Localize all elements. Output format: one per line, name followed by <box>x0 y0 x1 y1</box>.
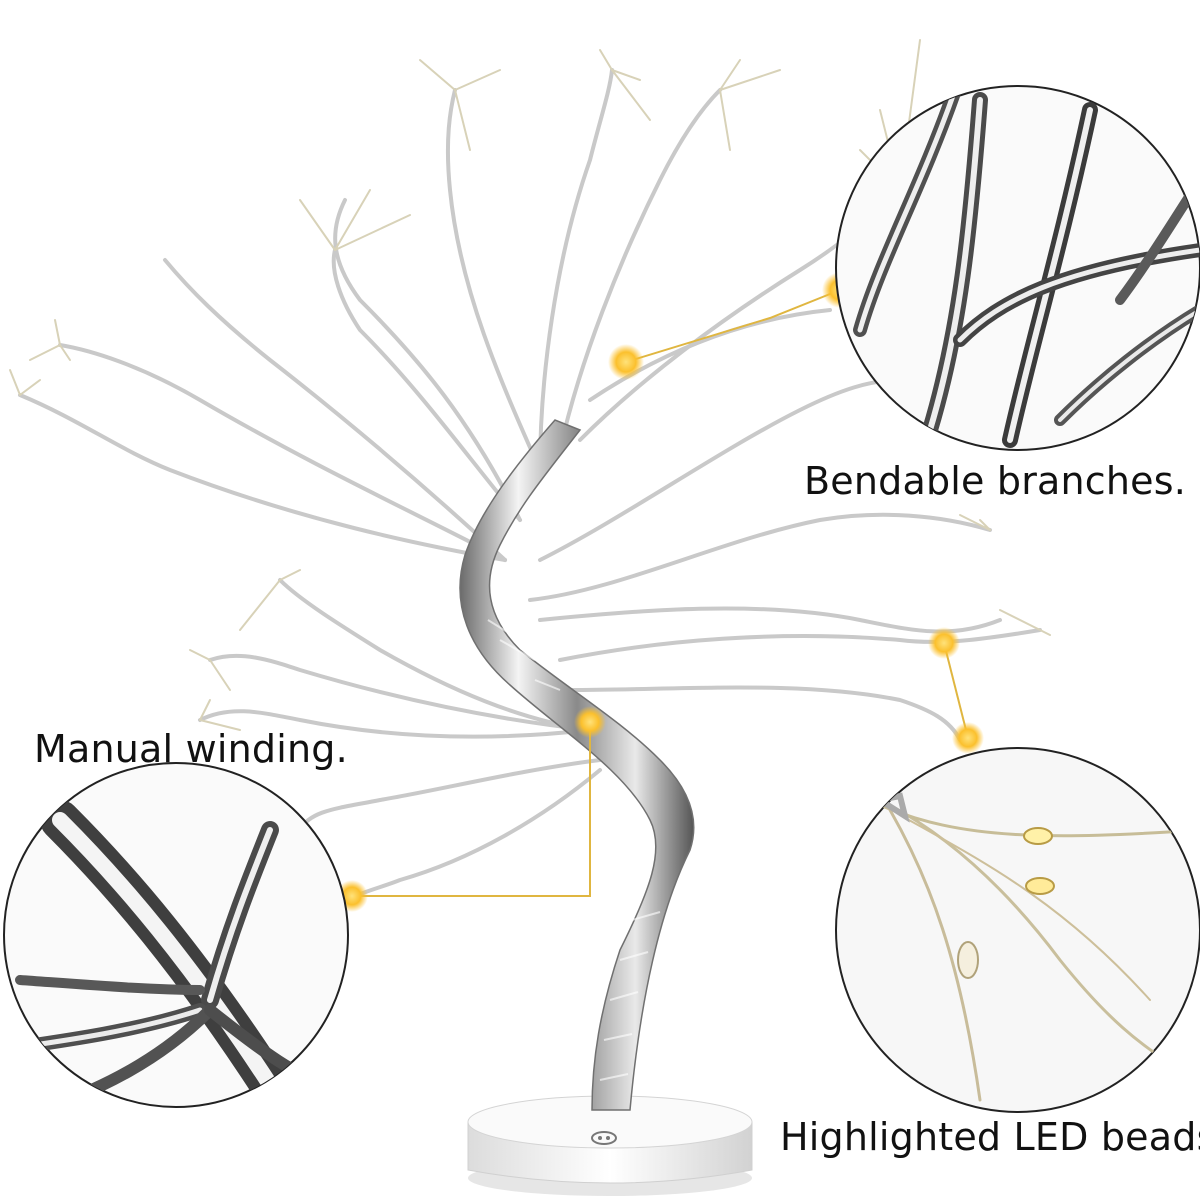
tree-trunk <box>459 419 695 1111</box>
detail-circle-winding <box>3 762 349 1108</box>
branch-wires <box>18 68 1042 902</box>
branch-tips <box>9 39 1051 731</box>
detail-circle-led-beads <box>835 747 1200 1113</box>
caption-manual-winding: Manual winding. <box>34 727 348 771</box>
callout-lines <box>352 289 969 897</box>
led-bead-closeup-icon <box>957 827 1055 979</box>
detail-circle-branches <box>835 85 1200 451</box>
caption-highlighted-led-beads: Highlighted LED beads. <box>780 1115 1200 1159</box>
power-button-icon[interactable] <box>591 1131 617 1145</box>
caption-bendable-branches: Bendable branches. <box>804 459 1187 503</box>
trunk-wrap-lines <box>487 619 661 1081</box>
lamp-base <box>467 1095 753 1196</box>
